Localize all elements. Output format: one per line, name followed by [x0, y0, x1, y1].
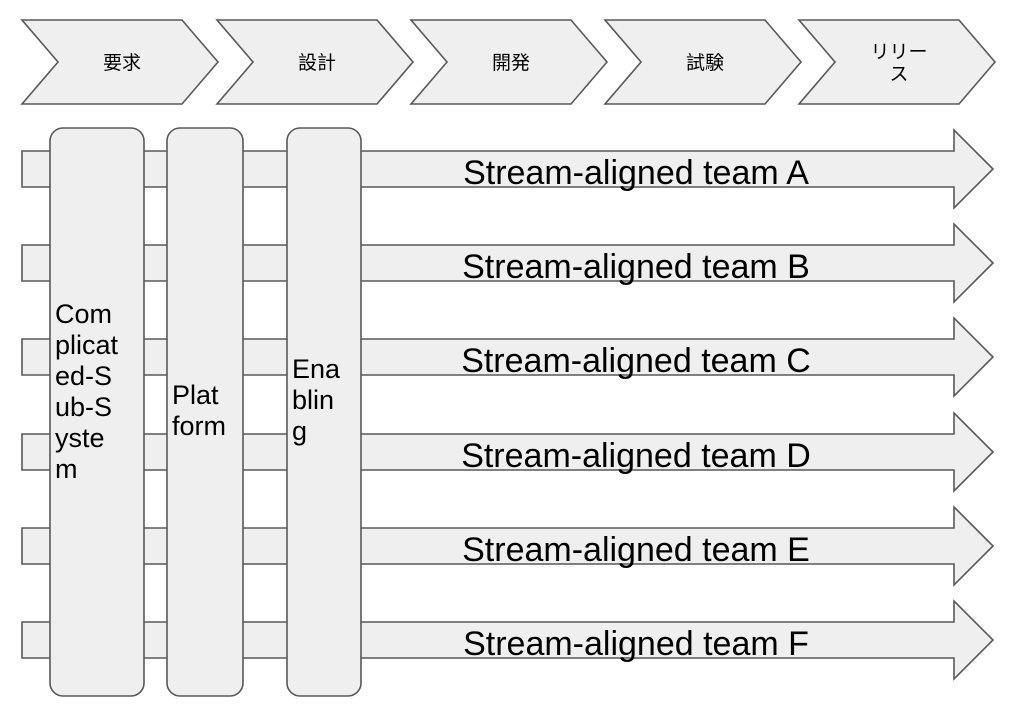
stream-arrow: Stream-aligned team F [21, 599, 995, 681]
phase-chevron-shape [215, 19, 415, 105]
phase-label: 開発 [492, 52, 530, 74]
stream-label: Stream-aligned team F [463, 625, 809, 663]
phase-chevron-shape [409, 19, 609, 105]
team-label: Plat [172, 380, 219, 410]
team-label: blin [292, 385, 334, 415]
stream-label: Stream-aligned team E [462, 531, 810, 569]
stream-label: Stream-aligned team B [462, 248, 810, 286]
phase-label: 試験 [686, 52, 724, 74]
team-box-shape [286, 127, 362, 697]
phase-chevron: 開発 [409, 19, 609, 105]
stream-label: Stream-aligned team A [463, 154, 809, 192]
phase-chevron-shape [20, 19, 220, 105]
team-label: m [55, 454, 78, 484]
team-label: ub-S [55, 392, 112, 422]
stream-label: Stream-aligned team C [461, 342, 811, 380]
phase-label: ス [889, 63, 908, 85]
phase-chevron: 要求 [20, 19, 220, 105]
team-label: Com [55, 299, 112, 329]
phase-chevron: 試験 [603, 19, 803, 105]
phase-chevron-shape [797, 19, 997, 105]
team-label: plicat [55, 330, 119, 360]
stream-arrow: Stream-aligned team A [21, 128, 995, 210]
phase-chevron: 設計 [215, 19, 415, 105]
team-box-shape [49, 127, 145, 697]
stream-label: Stream-aligned team D [461, 437, 811, 475]
team-label: form [172, 411, 226, 441]
team-label: ed-S [55, 361, 112, 391]
team-box-shape [166, 127, 244, 697]
phase-label: 設計 [298, 52, 336, 74]
team-label: g [292, 416, 307, 446]
team-label: yste [55, 423, 105, 453]
stream-arrow: Stream-aligned team E [21, 505, 995, 587]
team-label: Ena [292, 354, 341, 384]
phase-label: 要求 [103, 52, 141, 74]
phase-chevron-shape [603, 19, 803, 105]
stream-arrow: Stream-aligned team B [21, 222, 995, 304]
stream-aligned-teams: Stream-aligned team A Stream-aligned team… [21, 128, 995, 681]
stream-arrow: Stream-aligned team D [21, 411, 995, 493]
phase-label: リリー [870, 41, 927, 63]
